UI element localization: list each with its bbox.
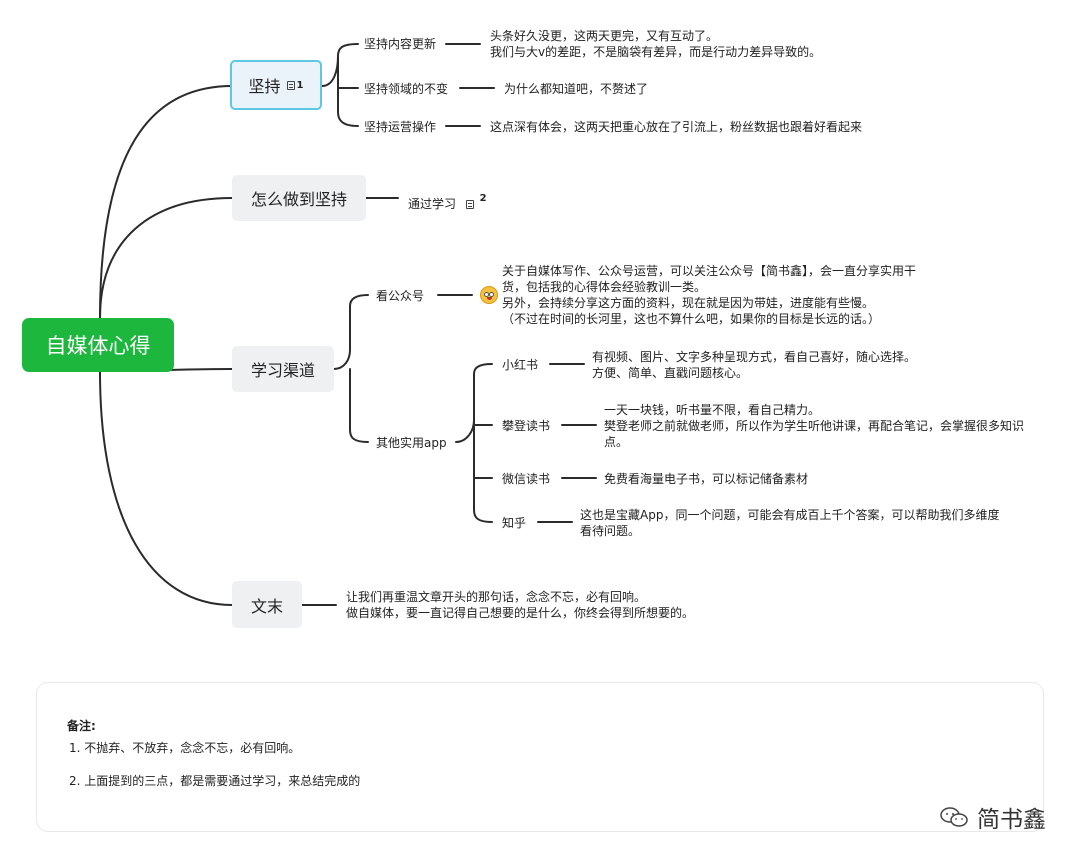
link-apps-children — [455, 363, 493, 523]
notes-panel: 备注: 1. 不抛弃、不放弃，念念不忘，必有回响。 2. 上面提到的三点，都是需… — [36, 682, 1044, 832]
detail-pandeng-2: 樊登老师之前就做老师，所以作为学生听他讲课，再配合笔记，会掌握很多知识 — [604, 419, 1025, 433]
branch-end-label: 文末 — [250, 596, 283, 616]
detail-pandeng-3: 点。 — [604, 435, 629, 449]
branch-end[interactable]: 文末 — [232, 581, 302, 628]
link-root-how — [99, 197, 233, 319]
branch-channels-label: 学习渠道 — [250, 361, 315, 380]
topic-same-field[interactable]: 坚持领域的不变 — [364, 82, 449, 96]
branch-channels[interactable]: 学习渠道 — [232, 346, 334, 392]
branch-how[interactable]: 怎么做到坚持 — [232, 175, 366, 221]
branch-persist-label: 坚持 — [248, 77, 281, 96]
wechat-icon — [940, 807, 968, 827]
app-zhihu[interactable]: 知乎 — [502, 516, 527, 530]
topic-content-update[interactable]: 坚持内容更新 — [364, 37, 437, 51]
detail-zhihu-2: 看待问题。 — [580, 524, 641, 538]
detail-official-2: 货，包括我的心得体会经验教训一类。 — [502, 280, 707, 294]
notes-item-1: 1. 不抛弃、不放弃，念念不忘，必有回响。 — [69, 741, 301, 755]
note-marker: 2 — [479, 193, 487, 204]
app-xiaohongshu[interactable]: 小红书 — [502, 358, 539, 372]
branch-how-label: 怎么做到坚持 — [250, 190, 347, 209]
link-persist-children — [321, 43, 359, 127]
detail-content-update-1: 头条好久没更，这两天更完，又有互动了。 — [490, 29, 719, 43]
detail-xiaohongshu-1: 有视频、图片、文字多种呈现方式，看自己喜好，随心选择。 — [592, 350, 917, 364]
app-weixin-read[interactable]: 微信读书 — [502, 472, 551, 486]
topic-through-learning[interactable]: 通过学习 2 — [408, 191, 487, 212]
detail-official-1: 关于自媒体写作、公众号运营，可以关注公众号【简书鑫】，会一直分享实用干 — [502, 264, 917, 278]
detail-weixin-read: 免费看海量电子书，可以标记储备素材 — [604, 472, 809, 486]
root-node[interactable]: 自媒体心得 — [22, 318, 174, 372]
app-pandeng[interactable]: 攀登读书 — [502, 419, 551, 433]
topic-through-learning-label: 通过学习 — [408, 197, 457, 211]
smiley-emoji-icon — [480, 286, 498, 304]
detail-end-1: 让我们再重温文章开头的那句话，念念不忘，必有回响。 — [346, 590, 647, 604]
link-channels-children — [333, 294, 369, 443]
notes-title: 备注: — [67, 719, 96, 733]
note-icon[interactable] — [286, 80, 295, 90]
topic-official-account[interactable]: 看公众号 — [376, 289, 425, 303]
watermark: 简书鑫 — [939, 800, 1046, 834]
detail-pandeng-1: 一天一块钱，听书量不限，看自己精力。 — [604, 403, 821, 417]
root-label: 自媒体心得 — [45, 334, 151, 358]
detail-official-3: 另外，会持续分享这方面的资料，现在就是因为带娃，进度能有些慢。 — [502, 296, 875, 310]
topic-operations[interactable]: 坚持运营操作 — [364, 120, 437, 134]
note-icon[interactable] — [465, 200, 474, 209]
detail-official-4: （不过在时间的长河里，这也不算什么吧，如果你的目标是长远的话。） — [502, 312, 881, 326]
branch-persist[interactable]: 坚持 1 — [230, 60, 322, 110]
detail-end-2: 做自媒体，要一直记得自己想要的是什么，你终会得到所想要的。 — [346, 606, 695, 620]
detail-content-update-2: 我们与大v的差距，不是脑袋有差异，而是行动力差异导致的。 — [490, 45, 822, 59]
link-root-persist — [99, 85, 233, 319]
link-root-end — [99, 371, 233, 606]
detail-operations: 这点深有体会，这两天把重心放在了引流上，粉丝数据也跟着好看起来 — [490, 120, 863, 134]
detail-xiaohongshu-2: 方便、简单、直戳问题核心。 — [592, 366, 749, 380]
notes-item-2: 2. 上面提到的三点，都是需要通过学习，来总结完成的 — [69, 774, 361, 788]
topic-other-apps[interactable]: 其他实用app — [376, 436, 447, 450]
watermark-text: 简书鑫 — [977, 807, 1046, 833]
note-marker: 1 — [296, 79, 304, 91]
detail-same-field: 为什么都知道吧，不赘述了 — [504, 82, 649, 96]
detail-zhihu-1: 这也是宝藏App，同一个问题，可能会有成百上千个答案，可以帮助我们多维度 — [580, 508, 1000, 522]
